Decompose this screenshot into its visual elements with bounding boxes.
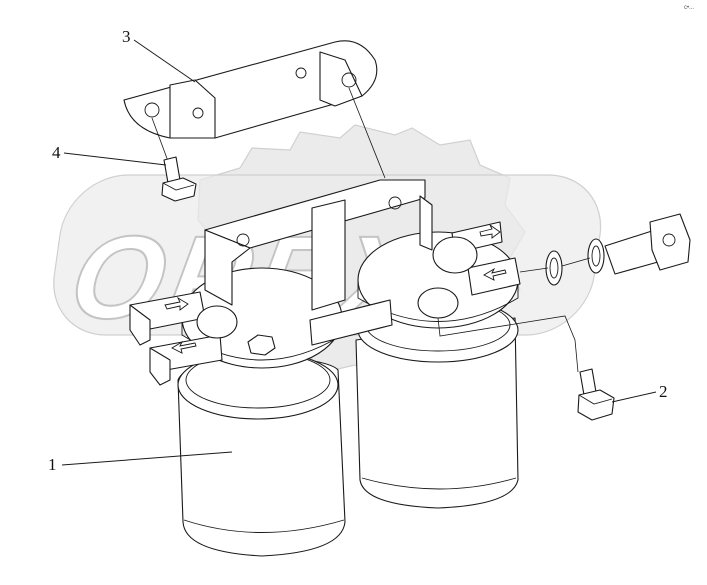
callout-label-1: 1 xyxy=(48,455,57,474)
leader-3 xyxy=(133,39,196,83)
bolt-item-2 xyxy=(437,315,615,421)
leader-1 xyxy=(61,451,233,466)
filter-head-body xyxy=(181,179,519,369)
bolt-item-4 xyxy=(161,156,197,202)
callout-leaders xyxy=(61,39,657,466)
banjo-fitting-right xyxy=(519,213,691,286)
callout-label-2: 2 xyxy=(659,382,668,401)
corner-mark: c•... xyxy=(684,5,694,11)
left-port-fittings xyxy=(129,291,276,386)
leader-2 xyxy=(611,391,657,403)
callout-label-4: 4 xyxy=(52,143,61,162)
callout-labels: 1 2 3 4 xyxy=(48,27,668,474)
callout-label-3: 3 xyxy=(122,27,131,46)
mounting-bracket xyxy=(123,40,386,181)
right-filter-canister xyxy=(355,297,519,509)
right-port-fittings xyxy=(417,221,521,319)
left-filter-canister xyxy=(177,350,346,557)
leader-4 xyxy=(63,152,167,166)
